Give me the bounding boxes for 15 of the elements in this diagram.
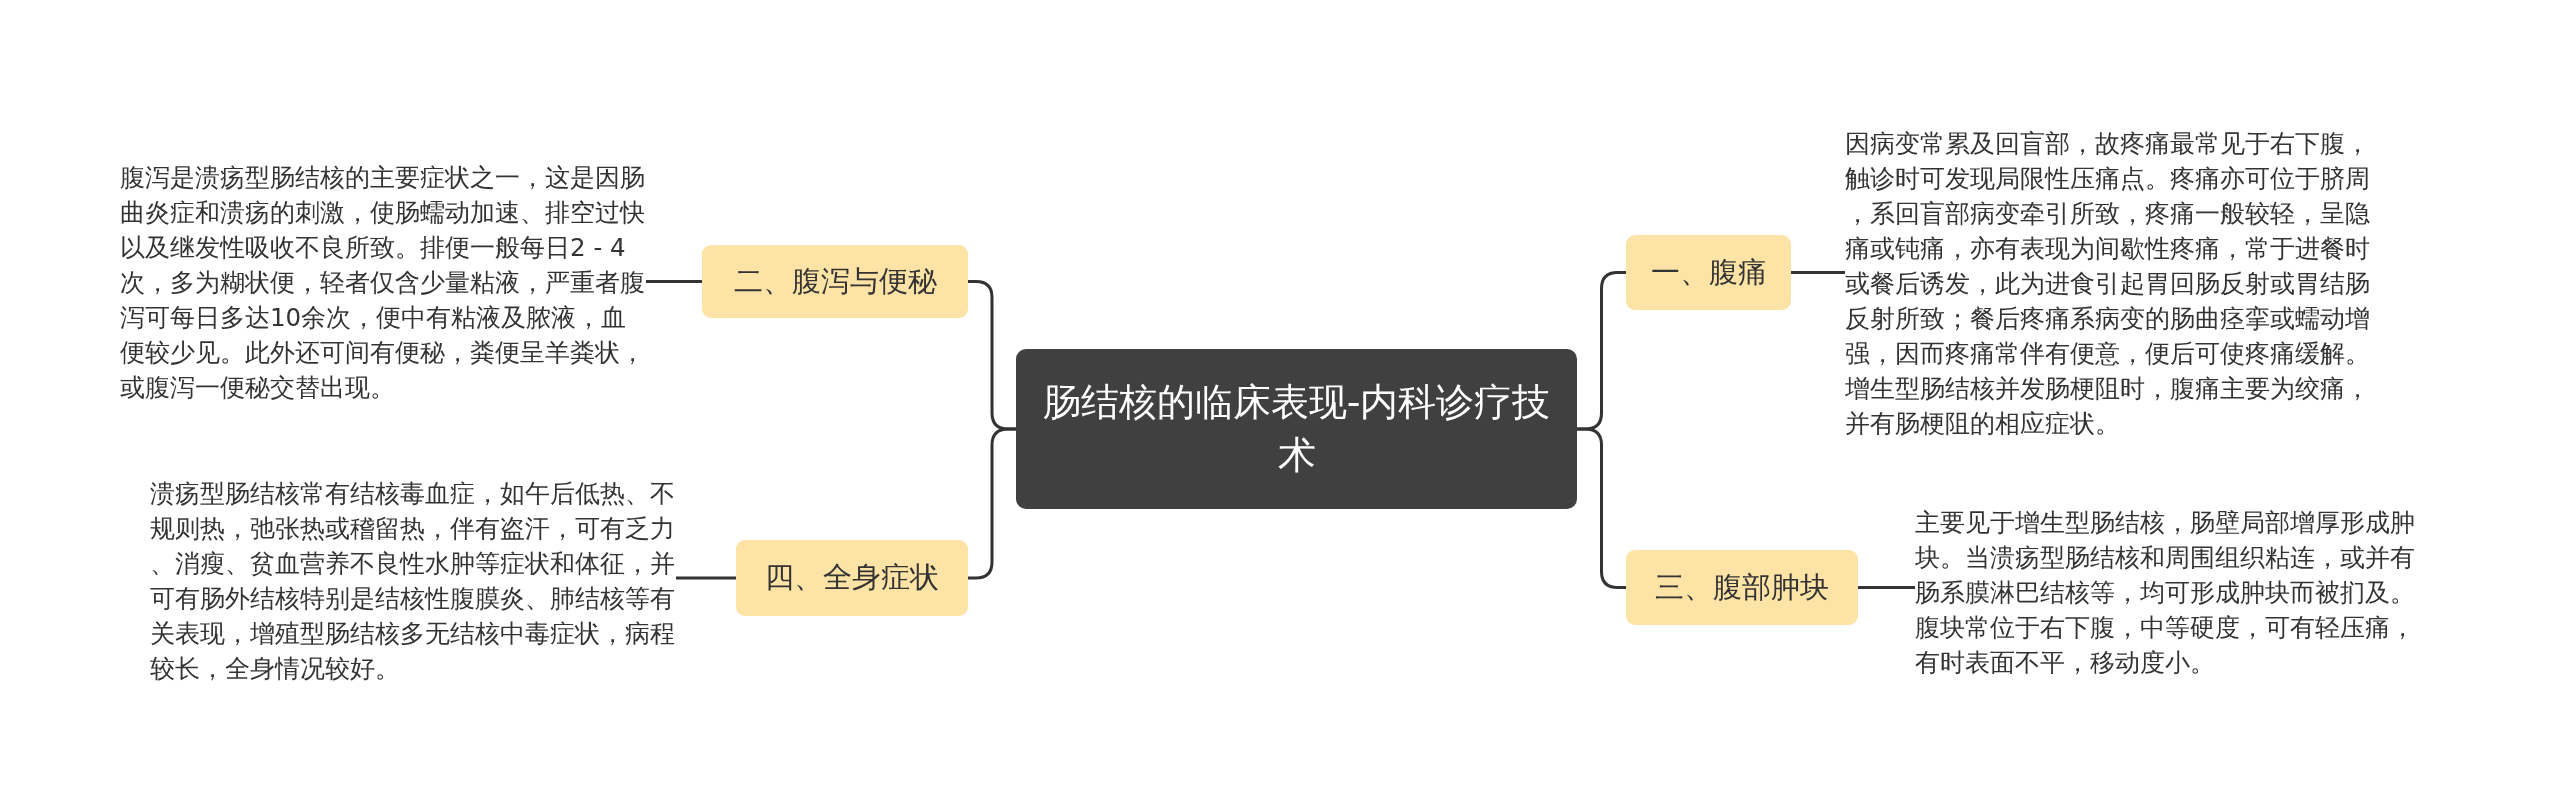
connector-line: [1577, 427, 1626, 589]
note-text: 腹泻是溃疡型肠结核的主要症状之一，这是因肠曲炎症和溃疡的刺激，使肠蠕动加速、排空过快以及继发性吸收不良所致。排便一般每日2 - 4次，多为糊状便，轻者仅含少量粘液，严重者腹泻可每日多达10余次，便中有粘液及脓液，血便较少见。此外还可间有便秘，粪便呈羊粪状，或腹泻一便秘交替出现。: [120, 160, 646, 405]
note-text: 主要见于增生型肠结核，肠壁局部增厚形成肿块。当溃疡型肠结核和周围组织粘连，或并有肠系膜淋巴结核等，均可形成肿块而被扪及。腹块常位于右下腹，中等硬度，可有轻压痛，有时表面不平，移动度小。: [1915, 505, 2421, 680]
connector-line: [676, 576, 736, 580]
connector-line: [646, 280, 702, 283]
connector-line: [1791, 271, 1845, 274]
topic-box: 一、腹痛: [1626, 235, 1791, 310]
connector-line: [1858, 586, 1915, 589]
topic-box: 四、全身症状: [736, 540, 968, 616]
note-text: 因病变常累及回盲部，故疼痛最常见于右下腹，触诊时可发现局限性压痛点。疼痛亦可位于脐周，系回盲部病变牵引所致，疼痛一般较轻，呈隐痛或钝痛，亦有表现为间歇性疼痛，常于进餐时或餐后诱发，此为进食引起胃回肠反射或胃结肠反射所致；餐后疼痛系病变的肠曲痉挛或蠕动增强，因而疼痛常伴有便意，便后可使疼痛缓解。增生型肠结核并发肠梗阻时，腹痛主要为绞痛，并有肠梗阻的相应症状。: [1845, 126, 2371, 441]
connector-line: [968, 427, 1016, 580]
title-box: 肠结核的临床表现-内科诊疗技术: [1016, 349, 1577, 509]
topic-box: 二、腹泻与便秘: [702, 245, 968, 318]
topic-box: 三、腹部肿块: [1626, 550, 1858, 625]
note-text: 溃疡型肠结核常有结核毒血症，如午后低热、不规则热，弛张热或稽留热，伴有盗汗，可有乏力、消瘦、贫血营养不良性水肿等症状和体征，并可有肠外结核特别是结核性腹膜炎、肺结核等有关表现，增殖型肠结核多无结核中毒症状，病程较长，全身情况较好。: [150, 476, 676, 686]
